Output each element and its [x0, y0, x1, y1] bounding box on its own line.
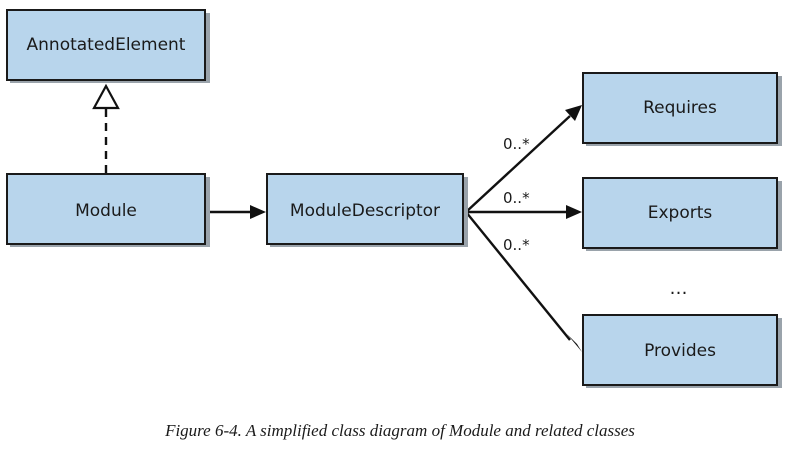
multiplicity-exports: 0..*: [503, 189, 530, 207]
edge-module-annotatedelement: [92, 83, 120, 173]
class-diagram: 0..* 0..* 0..* AnnotatedElement Module M…: [6, 9, 782, 388]
node-requires: Requires: [582, 72, 782, 146]
realization-arrowhead: [92, 83, 120, 110]
multiplicity-provides: 0..*: [503, 236, 530, 254]
edge-descriptor-requires: [465, 105, 582, 213]
arrowhead: [250, 205, 266, 219]
node-label: Exports: [648, 203, 713, 223]
node-label: Requires: [643, 98, 717, 118]
arrowhead: [566, 205, 582, 219]
node-label: AnnotatedElement: [27, 35, 186, 55]
node-exports: Exports: [582, 177, 782, 251]
edge-module-moduledescriptor: [206, 205, 266, 219]
node-provides: Provides: [582, 314, 782, 388]
edge-descriptor-exports: [466, 205, 582, 219]
node-label: ModuleDescriptor: [290, 201, 440, 221]
figure-caption: Figure 6-4. A simplified class diagram o…: [165, 421, 635, 440]
node-annotated-element: AnnotatedElement: [6, 9, 210, 83]
multiplicity-requires: 0..*: [503, 135, 530, 153]
arrowhead: [565, 105, 582, 121]
arrowhead: [567, 334, 582, 352]
edge-descriptor-provides: [465, 211, 582, 352]
node-module-descriptor: ModuleDescriptor: [266, 173, 468, 247]
node-module: Module: [6, 173, 210, 247]
node-label: Module: [75, 201, 137, 221]
node-label: Provides: [644, 341, 716, 361]
ellipsis: …: [670, 278, 691, 299]
